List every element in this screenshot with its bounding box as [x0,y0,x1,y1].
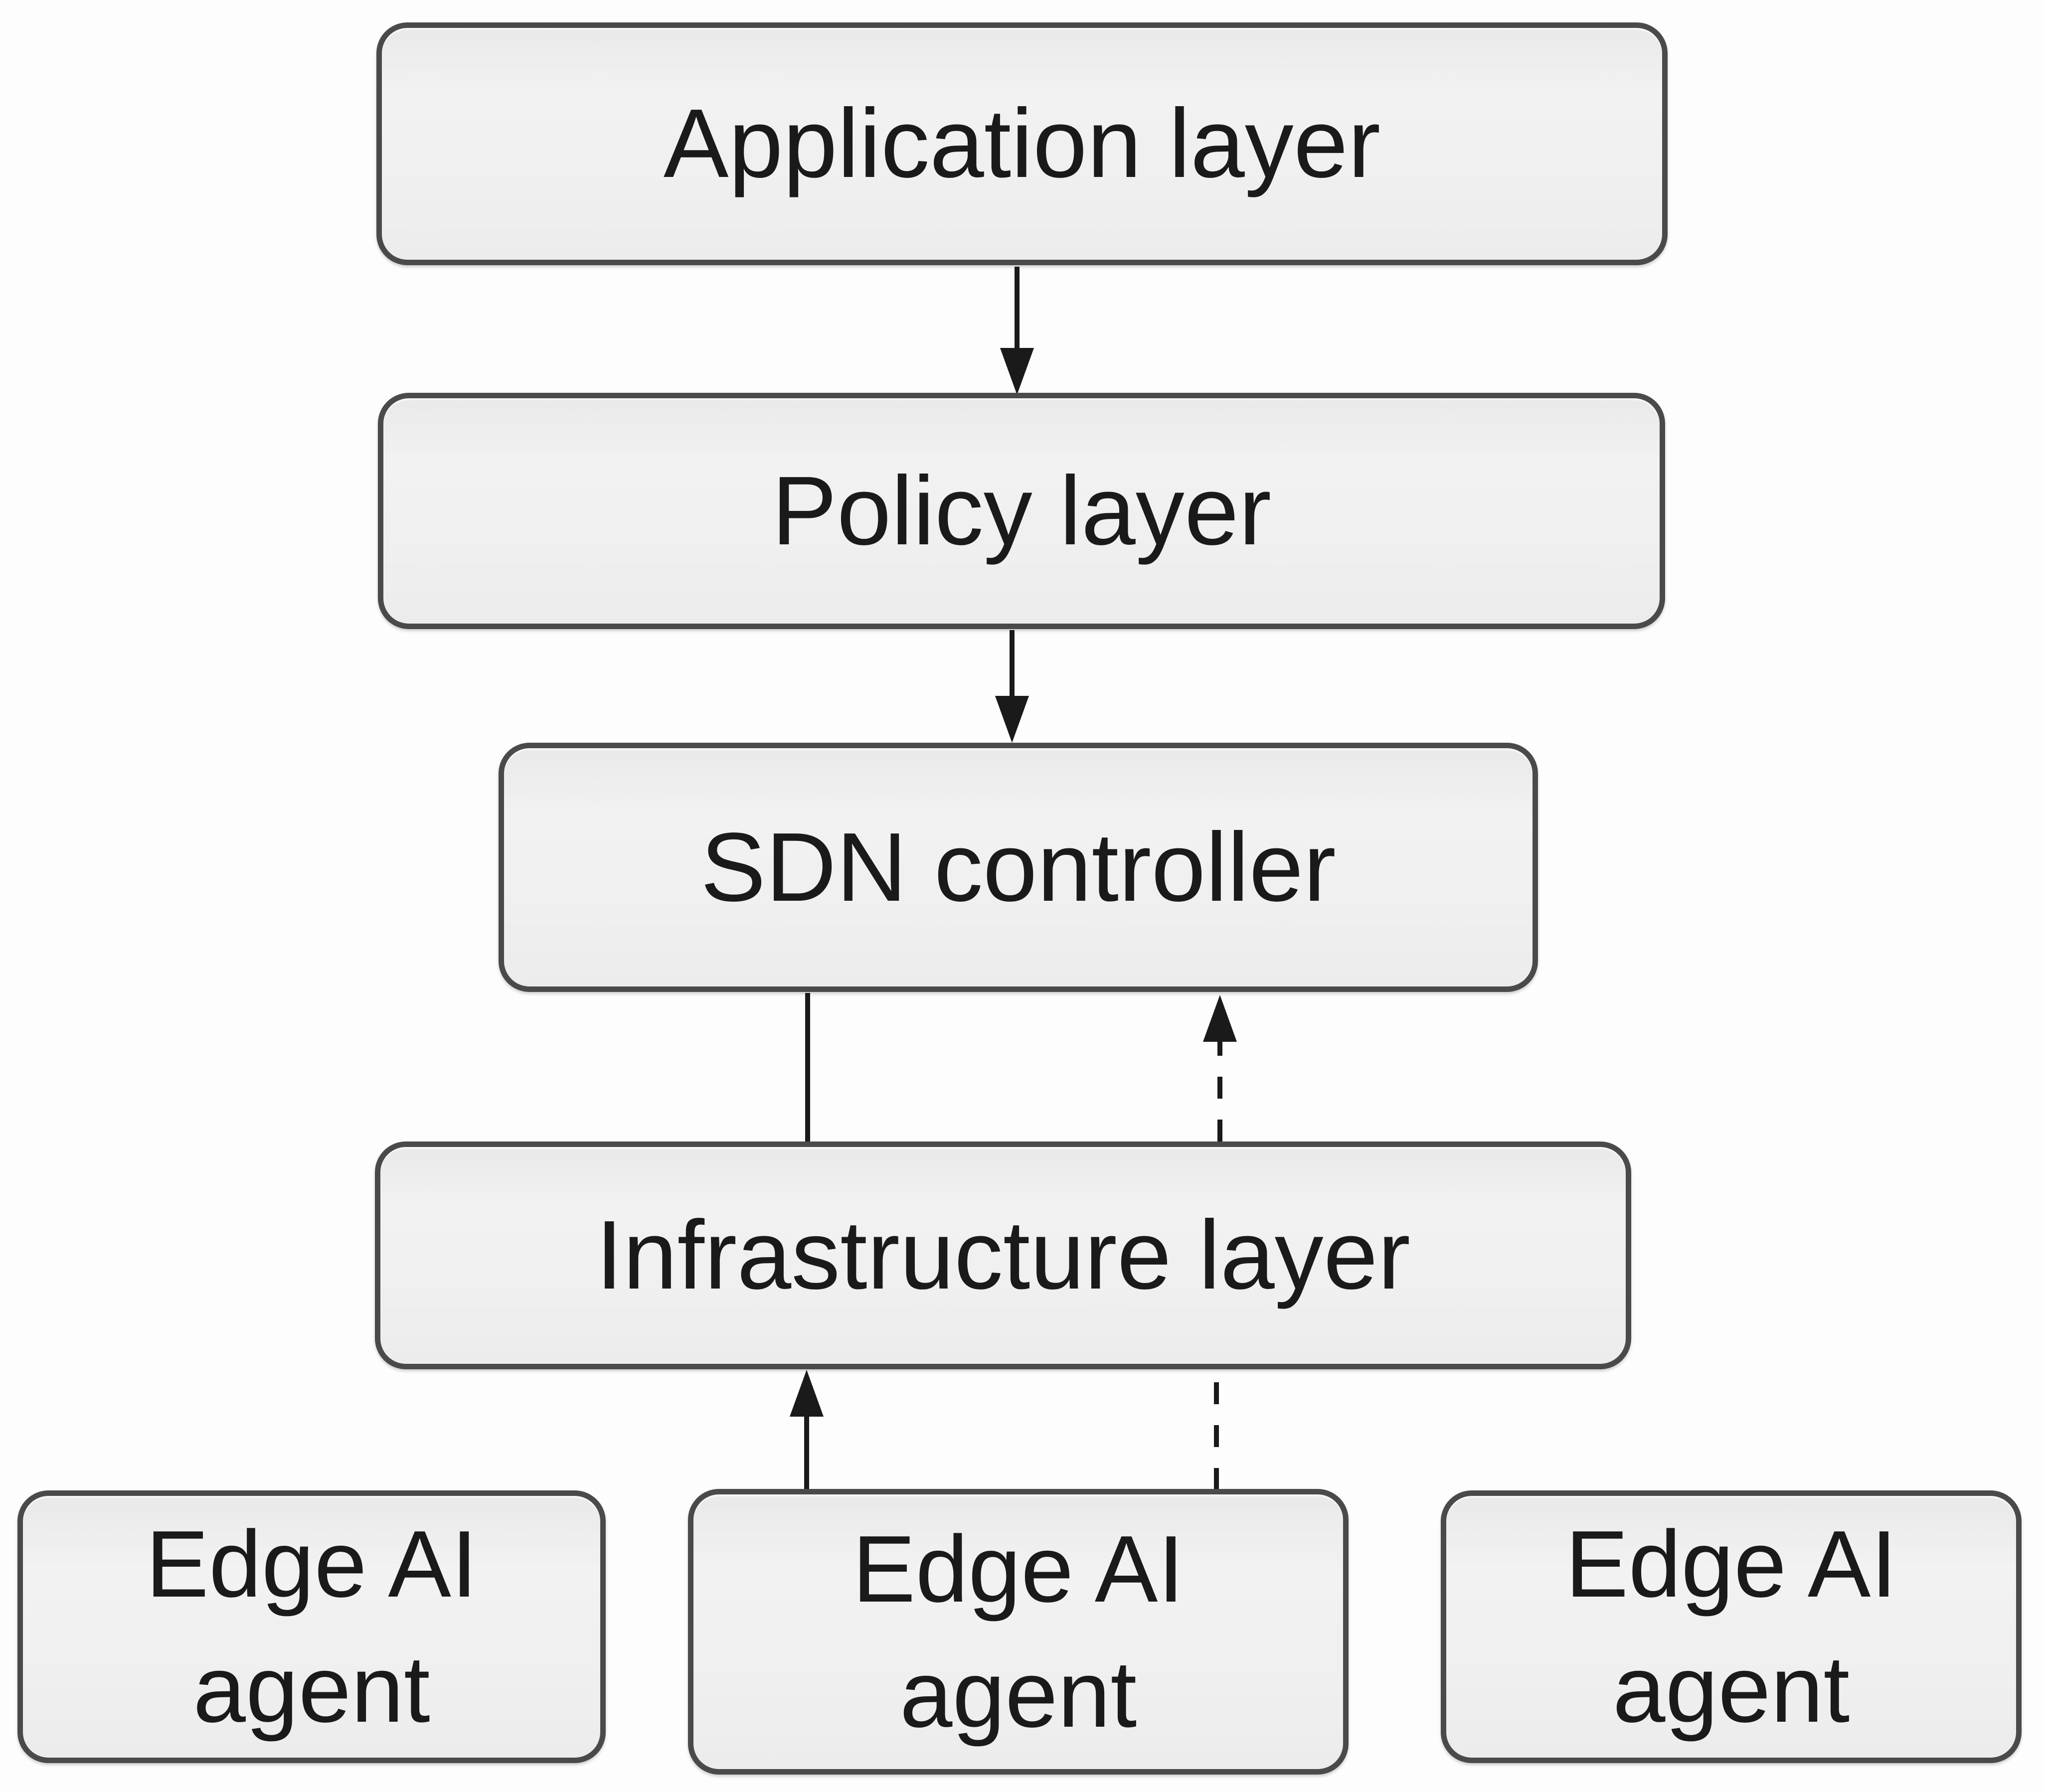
node-infrastructure-layer: Infrastructure layer [375,1141,1631,1369]
edge-ai-agent-middle-label-line2: agent [899,1641,1137,1747]
node-sdn-controller-label: SDN controller [700,812,1336,922]
node-application-layer: Application layer [376,22,1668,265]
edge-ai-agent-middle-label-line1: Edge AI [852,1516,1185,1622]
edge-ai-agent-left-label-line1: Edge AI [146,1511,478,1617]
node-policy-layer-label: Policy layer [771,456,1272,565]
node-policy-layer: Policy layer [378,393,1665,629]
node-application-layer-label: Application layer [663,89,1381,198]
edge-ai-agent-right-label-line1: Edge AI [1565,1511,1897,1617]
node-edge-ai-agent-left: Edge AI agent [17,1490,606,1763]
node-infrastructure-layer-label: Infrastructure layer [596,1200,1410,1310]
arrowhead-dashed-into-sdn-icon [1203,995,1237,1042]
arrowhead-into-sdn-icon [995,696,1029,743]
node-edge-ai-agent-middle: Edge AI agent [688,1489,1349,1775]
node-sdn-controller: SDN controller [499,743,1538,992]
node-edge-ai-agent-right: Edge AI agent [1441,1490,2022,1763]
arrowhead-into-policy-icon [1000,348,1034,395]
edge-ai-agent-right-label-line2: agent [1612,1636,1850,1742]
arrowhead-into-infrastructure-icon [790,1370,824,1417]
edge-ai-agent-left-label-line2: agent [193,1636,430,1742]
